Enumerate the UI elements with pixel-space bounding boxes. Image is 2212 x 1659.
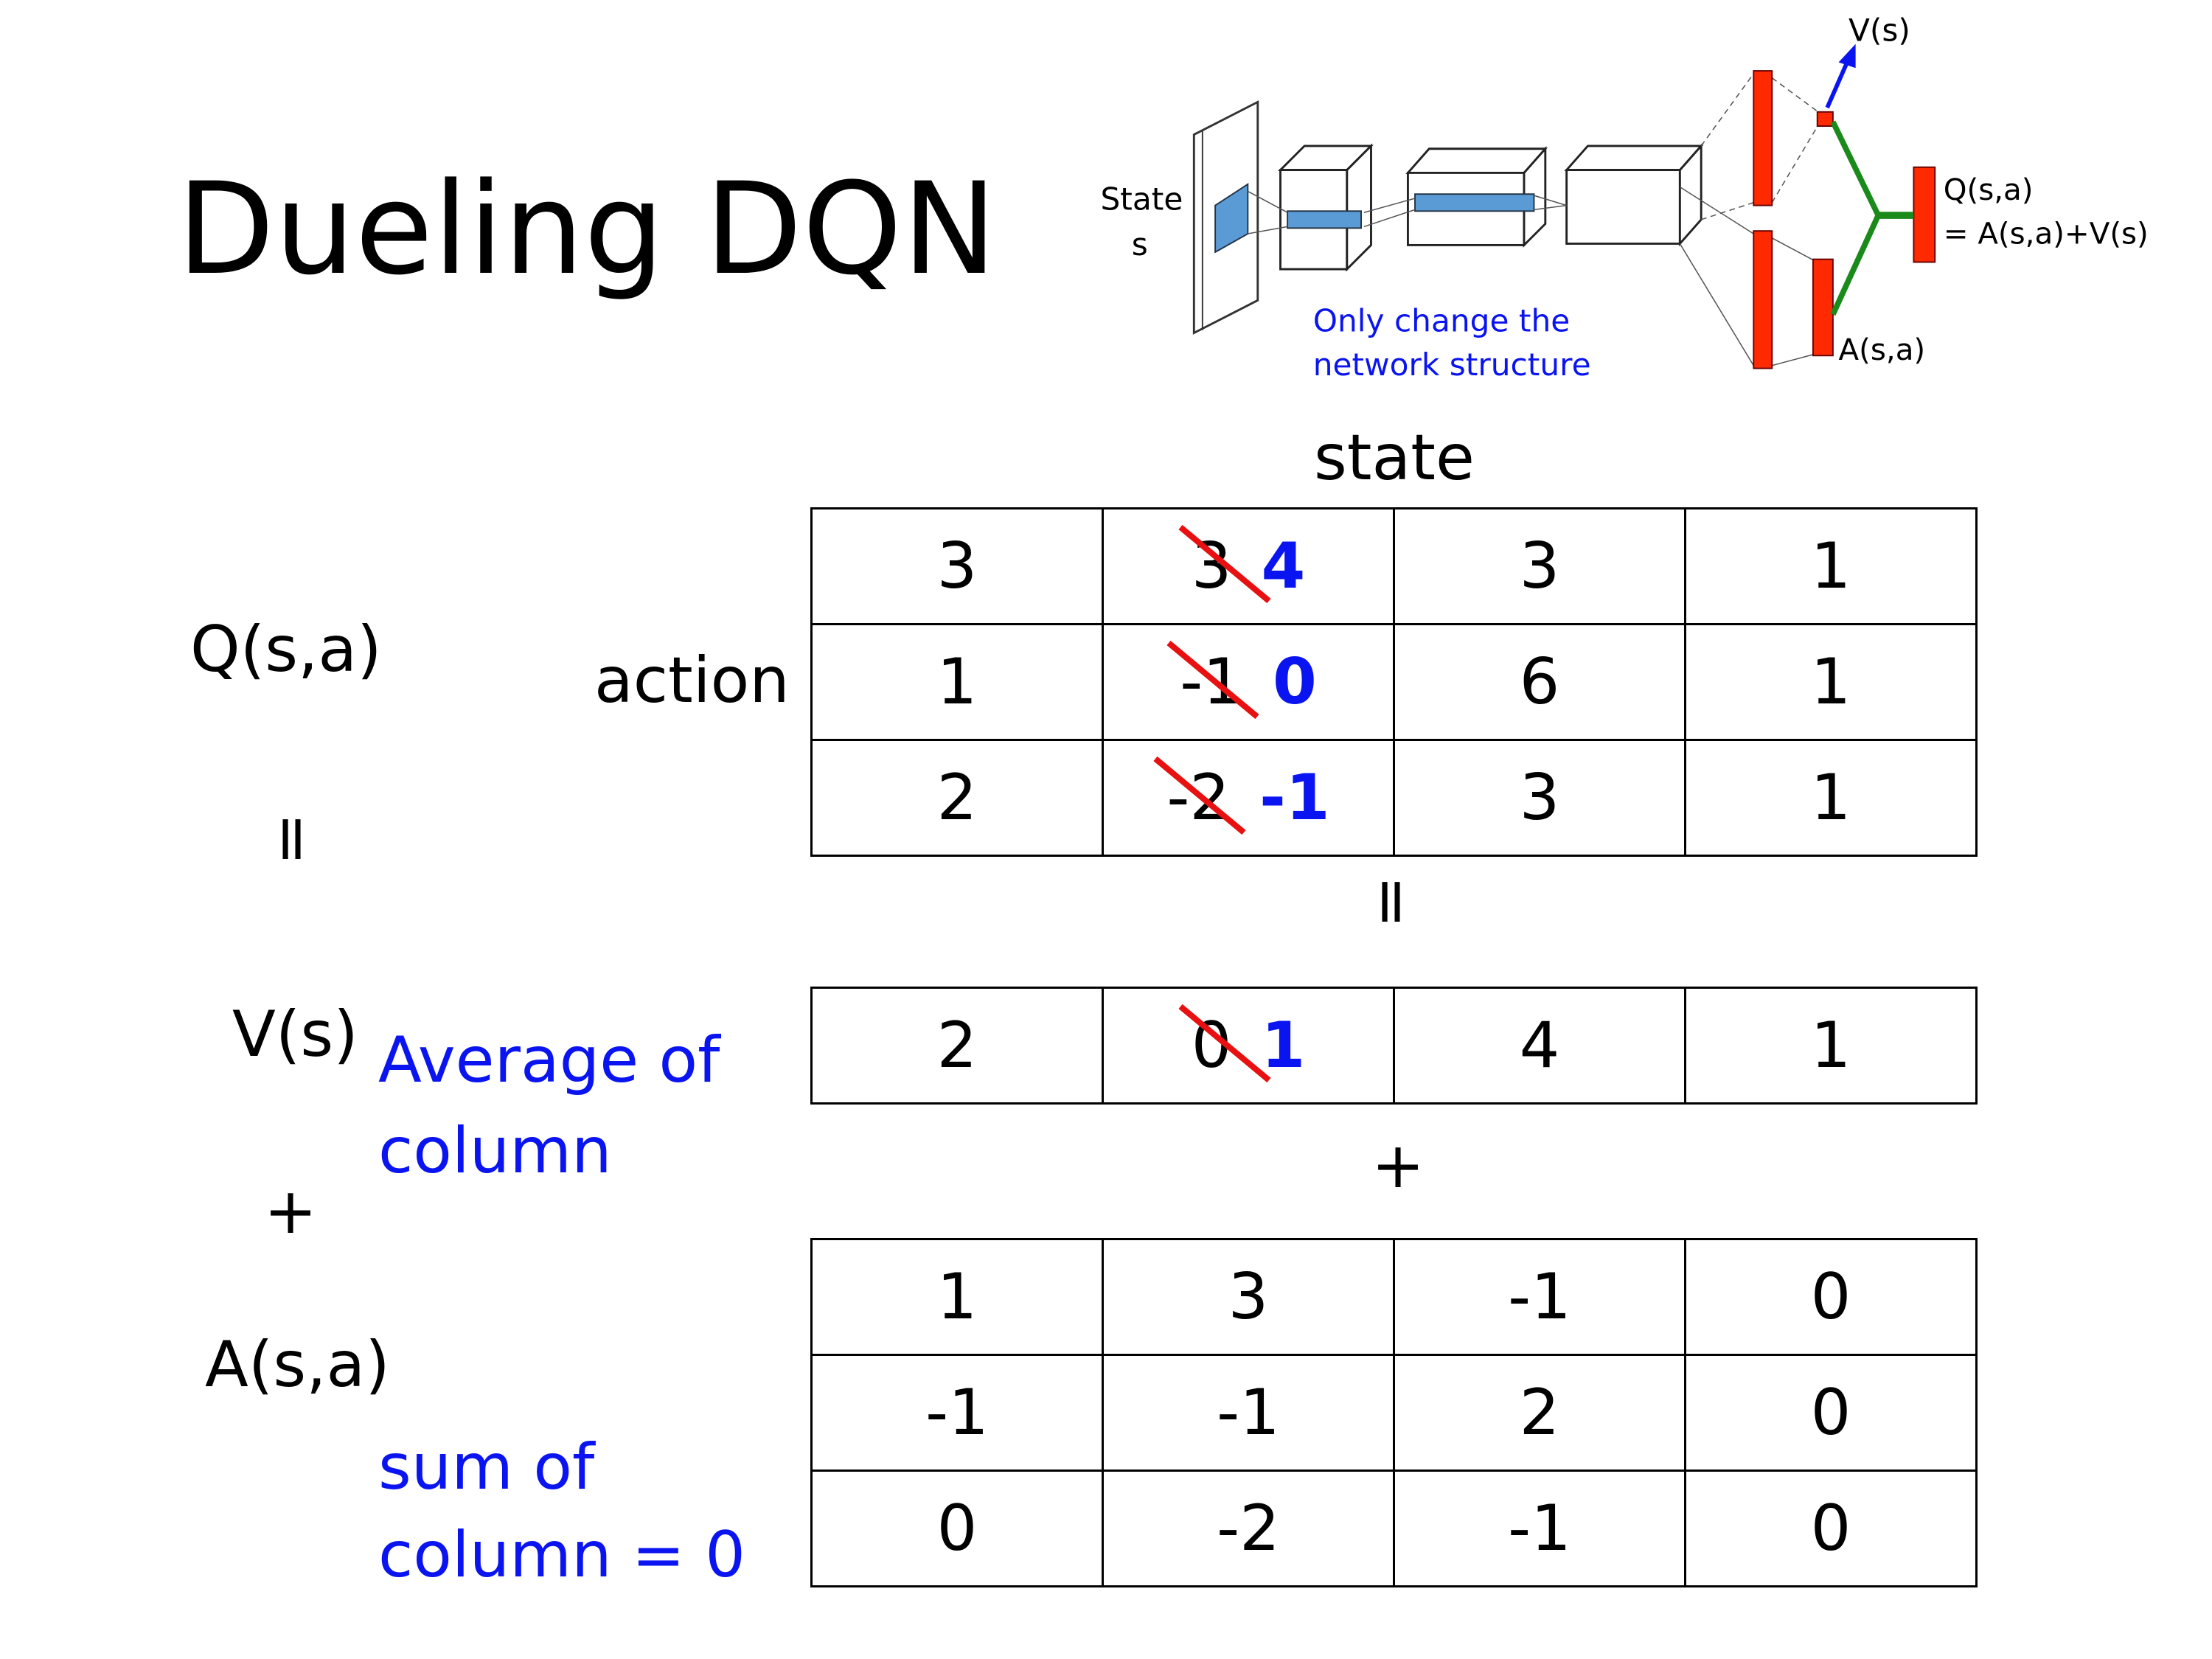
table-cell: 1 (1684, 507, 1978, 625)
table-cell: 3 (1393, 739, 1686, 857)
q-output (1913, 166, 1936, 263)
table-cell: 0 (810, 1470, 1104, 1587)
table-cell: 1 (1684, 623, 1978, 741)
q-formula: = A(s,a)+V(s) (1944, 216, 2148, 251)
table-cell: 1 (810, 623, 1104, 741)
table-cell: 3 (1393, 507, 1686, 625)
table-cell: 1 (1684, 739, 1978, 857)
page-title: Dueling DQN (177, 155, 998, 303)
table-cell: 2 (810, 739, 1104, 857)
table-cell: 3 (810, 507, 1104, 625)
table-cell: 2 (810, 987, 1104, 1105)
q-label: Q(s,a) (1944, 173, 2034, 207)
note-line-1: Only change the (1313, 303, 1571, 339)
table-row: 2-2-131 (810, 739, 1978, 857)
state-var: s (1132, 226, 1148, 262)
a-label: A(s,a) (1839, 333, 1926, 367)
table-cell: -2 (1102, 1470, 1395, 1587)
v-label: V(s) (232, 998, 358, 1071)
dueling-network-diagram: State s V(s) (1100, 13, 2148, 383)
table-cell: 2 (1393, 1354, 1686, 1472)
strike-through-mark (1178, 524, 1271, 604)
a-label: A(s,a) (205, 1328, 390, 1402)
new-value: 1 (1261, 1009, 1306, 1082)
v-label: V(s) (1848, 13, 1910, 49)
table-cell: 3 (1102, 1238, 1395, 1356)
table-cell: 6 (1393, 623, 1686, 741)
strike-through-mark (1153, 756, 1246, 835)
table-cell: 0 (1684, 1354, 1978, 1472)
a-note-line-1: sum of (378, 1430, 595, 1504)
equals-sign-left: = (257, 812, 331, 866)
action-axis-label: action (594, 644, 790, 717)
value-output (1816, 111, 1834, 127)
table-cell: -2-1 (1102, 739, 1395, 857)
conv-layer-2 (1405, 145, 1548, 248)
value-arrow (1825, 61, 1849, 109)
aggregate-lines (1830, 120, 1882, 316)
note-line-2: network structure (1313, 347, 1591, 383)
table-cell: -1 (810, 1354, 1104, 1472)
table-cell: -1 (1393, 1238, 1686, 1356)
conv-layer-3 (1564, 143, 1704, 247)
table-cell: 1 (1684, 987, 1978, 1105)
v-note-line-1: Average of (378, 1023, 720, 1097)
state-axis-label: state (1314, 421, 1475, 495)
table-cell: -10 (1102, 623, 1395, 741)
v-note-line-2: column (378, 1114, 612, 1188)
table-cell: -1 (1393, 1470, 1686, 1587)
table-cell: 0 (1684, 1238, 1978, 1356)
conv-layer-1 (1278, 143, 1374, 272)
q-label: Q(s,a) (190, 613, 382, 686)
value-stream-layer (1753, 70, 1773, 206)
new-value: -1 (1259, 761, 1330, 835)
state-label: State (1100, 181, 1183, 217)
plus-sign-center: + (1371, 1129, 1425, 1203)
table-cell: -1 (1102, 1354, 1395, 1472)
table-cell: 4 (1393, 987, 1686, 1105)
strike-through-mark (1178, 1004, 1271, 1083)
equals-sign-center: = (1356, 874, 1430, 929)
strike-through-mark (1166, 640, 1259, 720)
a-note-line-2: column = 0 (378, 1518, 746, 1592)
table-cell: 1 (810, 1238, 1104, 1356)
advantage-output (1812, 258, 1834, 357)
new-value: 0 (1272, 645, 1317, 719)
new-value: 4 (1261, 529, 1306, 603)
plus-sign-left: + (264, 1175, 318, 1248)
advantage-stream-layer (1753, 230, 1773, 369)
table-cell: 0 (1684, 1470, 1978, 1587)
